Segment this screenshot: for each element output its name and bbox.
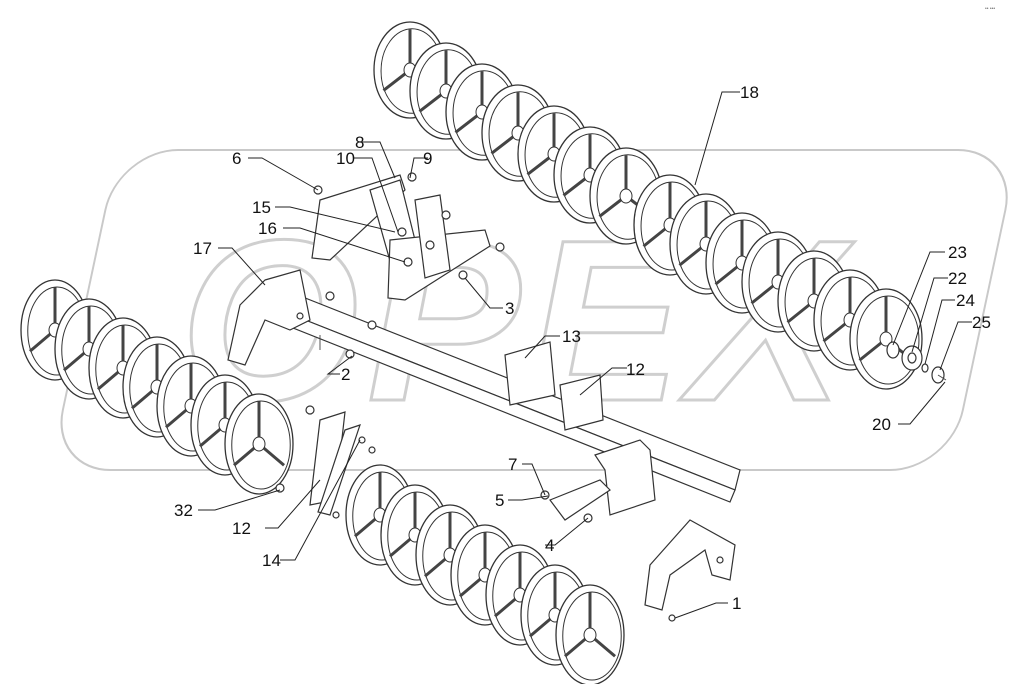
callout-12-left: 12	[232, 519, 251, 538]
callout-22: 22	[948, 269, 967, 288]
clamp-right	[549, 439, 656, 521]
roller-top-center	[373, 21, 663, 245]
end-cap-parts	[886, 341, 947, 384]
callout-13: 13	[562, 327, 581, 346]
callout-8: 8	[355, 133, 364, 152]
roller-wheel	[555, 584, 625, 684]
roller-bottom	[345, 464, 625, 684]
bracket-arm-right	[644, 519, 736, 611]
callout-12-right: 12	[626, 360, 645, 379]
callout-labels: 1 2 3 4 5 6 7 8 9 10 12 12 13 14 15 16 1…	[174, 83, 991, 613]
callout-4: 4	[545, 536, 554, 555]
callout-14: 14	[262, 551, 281, 570]
callout-1: 1	[732, 594, 741, 613]
callout-9: 9	[423, 149, 432, 168]
callout-20: 20	[872, 415, 891, 434]
callout-6: 6	[232, 149, 241, 168]
fasteners	[275, 172, 676, 622]
callout-15: 15	[252, 198, 271, 217]
callout-16: 16	[258, 219, 277, 238]
callout-32: 32	[174, 501, 193, 520]
callout-25: 25	[972, 313, 991, 332]
callout-17: 17	[193, 239, 212, 258]
callout-10: 10	[336, 149, 355, 168]
mount-plates-mid	[504, 341, 604, 431]
roller-wheel	[224, 393, 294, 495]
corner-mark: •• •••	[985, 6, 995, 12]
roller-left	[20, 279, 294, 495]
callout-3: 3	[505, 299, 514, 318]
callout-24: 24	[956, 291, 975, 310]
bracket-arm-17	[227, 269, 311, 366]
callout-18: 18	[740, 83, 759, 102]
roller-wheel	[849, 288, 923, 390]
leader-lines	[198, 91, 972, 619]
callout-2: 2	[341, 365, 350, 384]
callout-7: 7	[508, 455, 517, 474]
callout-5: 5	[495, 491, 504, 510]
callout-23: 23	[948, 243, 967, 262]
